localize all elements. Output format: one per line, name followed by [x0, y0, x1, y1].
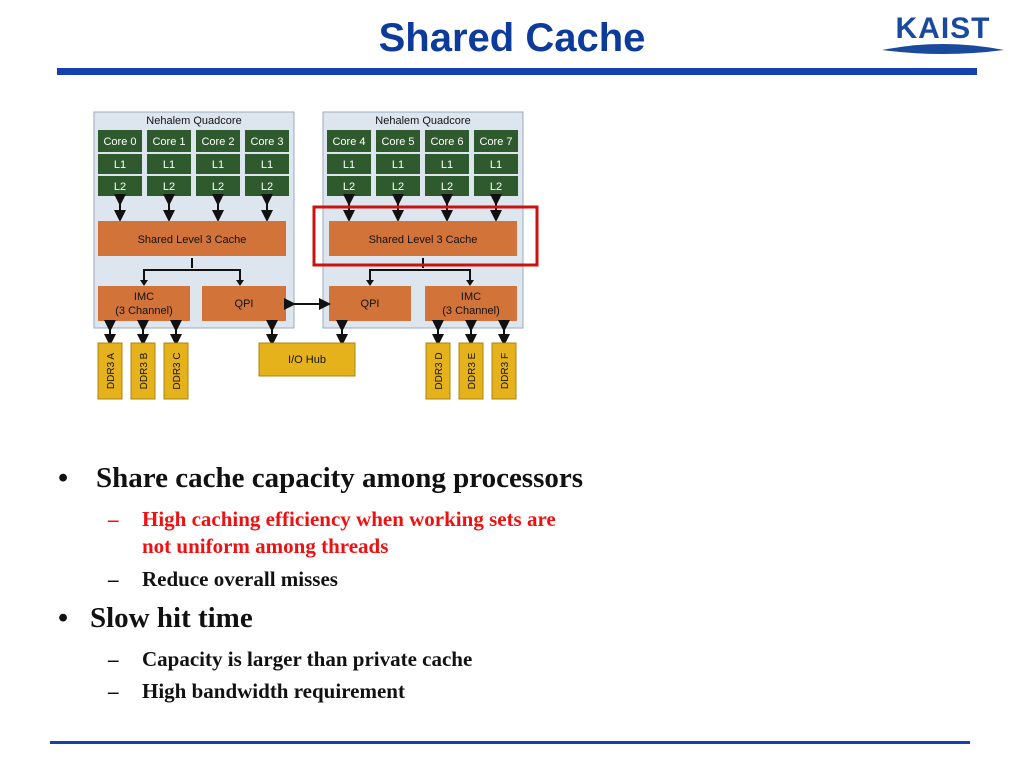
l2-label: L2: [343, 181, 355, 193]
l2-label: L2: [114, 181, 126, 193]
dimm: [491, 342, 517, 400]
l1-label: L1: [261, 159, 273, 171]
core-label: Core 6: [430, 136, 463, 148]
nehalem-architecture-diagram: Nehalem Quadcore Core 0 L1 L2 Core 1 L1 …: [93, 111, 539, 400]
l1-label: L1: [212, 159, 224, 171]
dimm: [425, 342, 451, 400]
dash-icon: –: [108, 507, 119, 531]
l2-label: L2: [490, 181, 502, 193]
left-chip: Nehalem Quadcore Core 0 L1 L2 Core 1 L1 …: [93, 111, 295, 329]
core-label: Core 0: [103, 136, 136, 148]
l1-label: L1: [441, 159, 453, 171]
left-dimms: DDR3 A DDR3 B DDR3 C: [97, 342, 189, 400]
l1-label: L1: [392, 159, 404, 171]
core-block: Core 5 L1 L2: [376, 130, 420, 196]
core-label: Core 7: [479, 136, 512, 148]
left-chip-label: Nehalem Quadcore: [146, 115, 241, 127]
right-l3-label: Shared Level 3 Cache: [369, 234, 478, 246]
left-imc: [98, 286, 190, 321]
sub-bullet-line: Capacity is larger than private cache: [142, 647, 473, 671]
right-imc-label-2: (3 Channel): [442, 305, 499, 317]
l3-highlight-box: [312, 205, 539, 267]
right-chip-label: Nehalem Quadcore: [375, 115, 470, 127]
core-label: Core 2: [201, 136, 234, 148]
core-label: Core 5: [381, 136, 414, 148]
logo-swoosh-icon: [882, 44, 1004, 54]
dash-icon: –: [108, 567, 119, 591]
sub-bullet-line: High bandwidth requirement: [142, 679, 405, 703]
right-cores: Core 4 L1 L2 Core 5 L1 L2 Core 6 L1 L2 C…: [327, 130, 518, 196]
qpi-links: [266, 298, 348, 346]
right-imc: [425, 286, 517, 321]
kaist-logo: KAIST: [878, 12, 1008, 58]
right-qpi: [329, 286, 411, 321]
left-qpi: [202, 286, 286, 321]
dimm: [97, 342, 123, 400]
dimm-label: DDR3 A: [106, 353, 117, 389]
left-qpi-label: QPI: [235, 298, 254, 310]
sub-bullet-line: Reduce overall misses: [142, 567, 338, 591]
slide-title: Shared Cache: [378, 16, 646, 60]
dimm-label: DDR3 D: [434, 352, 445, 389]
dimm: [130, 342, 156, 400]
core-block: Core 1 L1 L2: [147, 130, 191, 196]
right-l3-arrows: [366, 258, 474, 286]
sub-bullet-line: not uniform among threads: [142, 534, 389, 558]
bullet-dot-icon: •: [58, 602, 69, 634]
core-label: Core 3: [250, 136, 283, 148]
dash-icon: –: [108, 647, 119, 671]
left-core-arrows: [114, 194, 273, 222]
dash-icon: –: [108, 679, 119, 703]
left-imc-label-2: (3 Channel): [115, 305, 172, 317]
core-block: Core 0 L1 L2: [98, 130, 142, 196]
io-hub: [258, 342, 356, 377]
core-block: Core 6 L1 L2: [425, 130, 469, 196]
left-imc-label-1: IMC: [134, 291, 154, 303]
left-l3-arrows: [140, 258, 244, 286]
footer-rule: [50, 741, 970, 744]
right-dimm-arrows: [432, 320, 510, 346]
io-hub-label: I/O Hub: [288, 354, 326, 366]
l2-label: L2: [261, 181, 273, 193]
l1-label: L1: [163, 159, 175, 171]
logo-text: KAIST: [895, 12, 991, 45]
right-imc-label-1: IMC: [461, 291, 481, 303]
l1-label: L1: [114, 159, 126, 171]
core-block: Core 2 L1 L2: [196, 130, 240, 196]
bullet-dot-icon: •: [58, 462, 69, 494]
right-qpi-label: QPI: [361, 298, 380, 310]
dimm-label: DDR3 C: [172, 352, 183, 389]
sub-bullet-line: High caching efficiency when working set…: [142, 507, 556, 531]
l1-label: L1: [490, 159, 502, 171]
dimm-label: DDR3 E: [467, 352, 478, 389]
dimm: [163, 342, 189, 400]
dimm-label: DDR3 B: [139, 352, 150, 389]
left-l3-label: Shared Level 3 Cache: [138, 234, 247, 246]
l2-label: L2: [441, 181, 453, 193]
left-dimm-arrows: [104, 320, 182, 346]
left-l3-cache: [98, 221, 286, 256]
bullet-text: Slow hit time: [90, 602, 253, 634]
core-label: Core 4: [332, 136, 365, 148]
right-chip: Nehalem Quadcore Core 4 L1 L2 Core 5 L1 …: [322, 111, 524, 329]
core-block: Core 3 L1 L2: [245, 130, 289, 196]
right-l3-cache: [329, 221, 517, 256]
bullet-text: Share cache capacity among processors: [96, 462, 584, 494]
l1-label: L1: [343, 159, 355, 171]
core-block: Core 4 L1 L2: [327, 130, 371, 196]
core-block: Core 7 L1 L2: [474, 130, 518, 196]
title-rule: [57, 68, 977, 75]
dimm-label: DDR3 F: [500, 353, 511, 389]
right-dimms: DDR3 D DDR3 E DDR3 F: [425, 342, 517, 400]
dimm: [458, 342, 484, 400]
l2-label: L2: [392, 181, 404, 193]
left-cores: Core 0 L1 L2 Core 1 L1 L2 Core 2 L1 L2 C…: [98, 130, 289, 196]
core-label: Core 1: [152, 136, 185, 148]
l2-label: L2: [212, 181, 224, 193]
l2-label: L2: [163, 181, 175, 193]
